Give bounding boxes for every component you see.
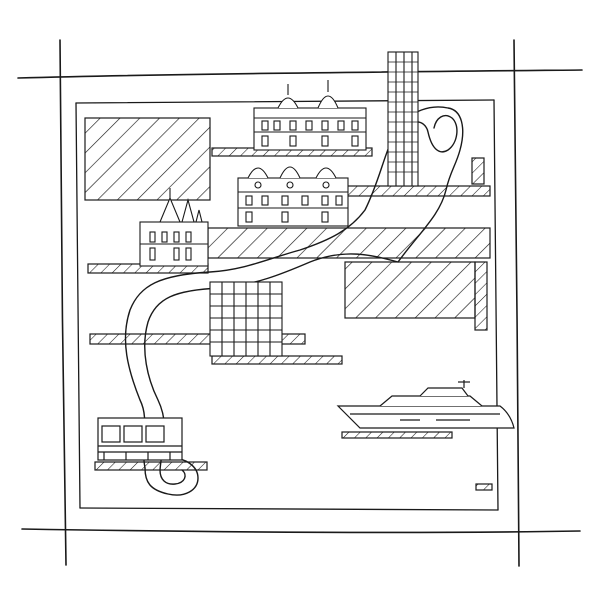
hatched-blocks bbox=[84, 117, 493, 491]
palace bbox=[253, 80, 367, 151]
skyscraper-floors bbox=[388, 61, 418, 173]
skyscraper bbox=[387, 51, 419, 187]
tram bbox=[97, 417, 183, 461]
winding-road bbox=[124, 106, 464, 496]
ornate-building bbox=[237, 166, 349, 227]
office-block bbox=[209, 281, 283, 357]
outer-frame bbox=[17, 39, 583, 567]
cathedral bbox=[139, 188, 209, 267]
yacht bbox=[336, 380, 515, 429]
